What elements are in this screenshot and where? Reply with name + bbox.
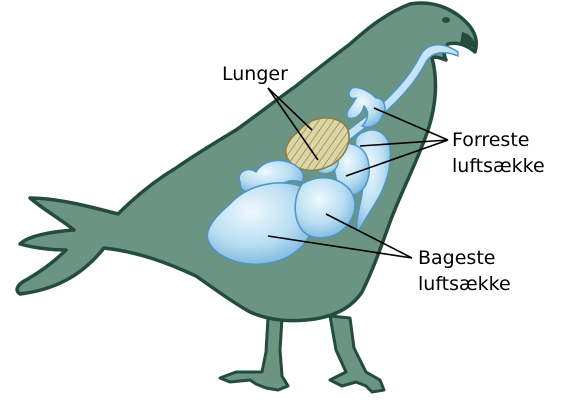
label-lungs: Lunger (222, 63, 288, 85)
label-anterior-line2: luftsække (452, 155, 545, 177)
bird-right-leg (330, 316, 384, 392)
label-posterior-line1: Bageste (418, 247, 495, 269)
label-anterior-line1: Forreste (452, 129, 529, 151)
label-posterior-line2: luftsække (418, 273, 511, 295)
bird-eye (442, 17, 450, 23)
bird-left-leg (220, 318, 288, 390)
bird-body (17, 3, 476, 321)
